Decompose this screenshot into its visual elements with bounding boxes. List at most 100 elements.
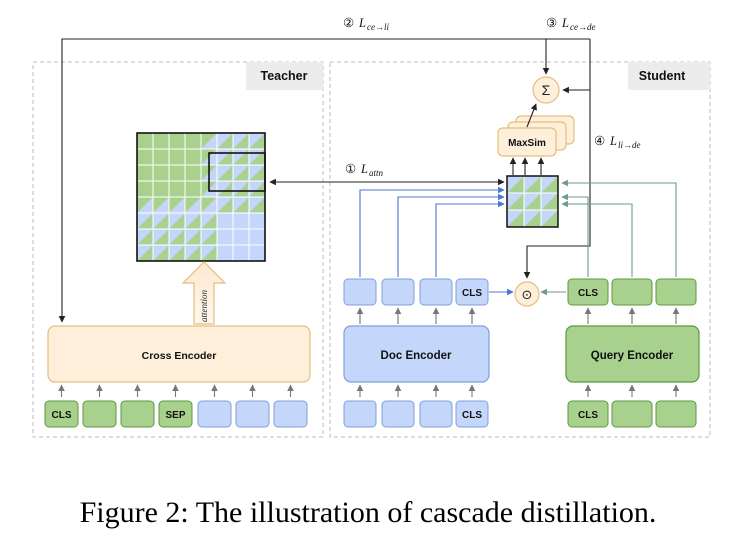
similarity-cell-triangle [507,210,524,227]
doc-encoder [343,325,490,383]
matrix-cell [152,132,170,150]
doc-input-token [381,400,415,428]
matrix-cell-triangle [185,229,201,245]
query-to-matrix-1 [561,200,633,277]
teacher-title-bg [246,62,323,90]
cross-encoder [47,325,311,383]
matrix-cell-triangle [169,213,185,229]
attention-label: attention [199,290,209,322]
teacher-token-box [44,400,79,428]
student-similarity-matrix [506,175,559,228]
matrix-cell-triangle [249,181,265,197]
doc-input-token [343,400,377,428]
matrix-cell-triangle [233,197,249,213]
matrix-cell-triangle [185,213,201,229]
teacher-token-box [120,400,155,428]
doc-input-token-box [381,400,415,428]
teacher-token: SEP [158,400,193,428]
query-encoder-label: Query Encoder [591,350,674,362]
loss-l2-sub: ce→li [367,22,389,32]
loss-l4-main: L [609,134,617,148]
matrix-cell-triangle [249,197,265,213]
teacher-token [235,400,270,428]
loss-l1-sub: attn [369,168,384,178]
matrix-cell-triangle [153,213,169,229]
teacher-token-box [82,400,117,428]
teacher-token [82,400,117,428]
doc-input-token-box [455,400,489,428]
similarity-cell-triangle [507,193,524,210]
teacher-token [197,400,232,428]
matrix-cell [152,180,170,198]
matrix-cell-triangle [153,197,169,213]
loss-l4-num: ④ [594,134,605,148]
doc-output-token-box [455,278,489,306]
loss-l3-num: ③ [546,16,557,30]
query-output-token-box [611,278,653,306]
similarity-cell-triangle [524,176,541,193]
matrix-cell [216,244,234,262]
matrix-cell-triangle [233,165,249,181]
query-encoder [565,325,700,383]
doc-encoder-label: Doc Encoder [381,350,452,362]
matrix-cell-triangle [169,197,185,213]
matrix-cell-triangle [153,229,169,245]
matrix-cell [232,244,250,262]
connectors [58,38,677,323]
loss-l2-num: ② [343,16,354,30]
doc-to-matrix-2 [397,193,505,277]
sum-symbol: Σ [542,82,551,98]
loss-l2-main: L [358,16,366,30]
matrix-cell [152,164,170,182]
query-input-token: CLS [567,400,609,428]
matrix-cell [136,164,154,182]
maxsim-label: MaxSim [508,138,546,149]
matrix-cell [216,212,234,230]
similarity-cell-triangle [524,210,541,227]
loss-l4-sub: li→de [618,140,641,150]
teacher-attention-matrix [136,132,266,262]
matrix-cell [168,132,186,150]
sum-node [532,76,560,104]
teacher-token-box [235,400,270,428]
matrix-cell-triangle [169,229,185,245]
loss-l1: ① L attn [345,162,384,178]
matrix-cell [184,180,202,198]
loss-l2: ② L ce→li [343,16,389,32]
doc-output-token-box [343,278,377,306]
doc-output-token-label: CLS [462,288,482,299]
matrix-cell-triangle [185,197,201,213]
doc-to-matrix-3 [435,200,505,277]
doc-output-token [419,278,453,306]
doc-input-token-box [419,400,453,428]
doc-output-token: CLS [455,278,489,306]
matrix-cell [216,228,234,246]
loss-l1-main: L [360,162,368,176]
doc-input-token-label: CLS [462,410,482,421]
query-input-token-box [655,400,697,428]
matrix-cell-triangle [137,197,153,213]
similarity-cell-triangle [541,176,558,193]
loss-l3-main: L [561,16,569,30]
matrix-cell-triangle [201,245,217,261]
dot-product-symbol: ⊙ [522,287,533,302]
teacher-token-box [158,400,193,428]
matrix-cell-triangle [201,133,217,149]
dot-product-node [514,281,540,307]
cross-encoder-label: Cross Encoder [142,350,217,362]
matrix-cell-triangle [137,213,153,229]
doc-output-token [343,278,377,306]
matrix-cell-triangle [249,133,265,149]
matrix-cell [248,244,266,262]
doc-input-token [419,400,453,428]
matrix-cell [168,164,186,182]
matrix-cell [184,132,202,150]
loss-l4: ④ L li→de [594,134,641,150]
matrix-cell [232,228,250,246]
attention-arrow: attention [181,261,227,325]
student-title-bg [628,62,710,90]
doc-output-token-box [419,278,453,306]
matrix-cell-triangle [217,197,233,213]
